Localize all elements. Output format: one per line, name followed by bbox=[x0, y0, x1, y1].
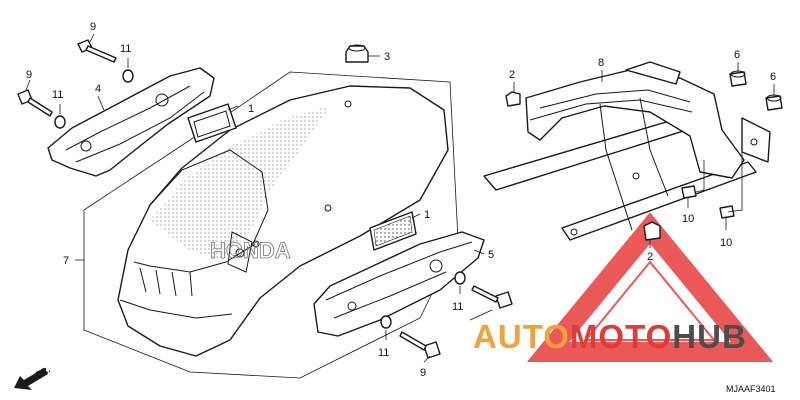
washer-11-left bbox=[54, 115, 66, 129]
fender-bracket bbox=[483, 61, 771, 241]
bolt-9-left bbox=[17, 89, 53, 117]
callout-1-middle: 1 bbox=[424, 209, 430, 221]
callout-6-left: 6 bbox=[734, 49, 740, 61]
nut-2-top bbox=[505, 91, 521, 107]
callout-10-left: 10 bbox=[682, 213, 694, 225]
callout-11-top: 11 bbox=[120, 43, 131, 55]
right-side-cover bbox=[313, 231, 485, 337]
grommet-3 bbox=[345, 44, 369, 63]
callout-2-bottom: 2 bbox=[647, 251, 653, 263]
bolt-10-right bbox=[719, 205, 735, 219]
bolt-9-top bbox=[77, 39, 117, 63]
callout-9-left: 9 bbox=[26, 69, 32, 81]
watermark-moto: MOTO bbox=[569, 318, 673, 355]
callout-6-right: 6 bbox=[770, 71, 776, 83]
nut-2-bottom bbox=[643, 221, 661, 241]
callout-8: 8 bbox=[598, 57, 604, 69]
callout-11-left: 11 bbox=[52, 89, 63, 101]
bolt-9-right bbox=[471, 285, 513, 309]
washer-11-right bbox=[454, 271, 466, 285]
bolt-10-left bbox=[681, 185, 697, 199]
washer-11-bottom bbox=[380, 315, 392, 329]
callout-11-right: 11 bbox=[452, 301, 463, 313]
callout-2-top: 2 bbox=[509, 69, 515, 81]
fender-emblem-text: HONDA bbox=[210, 238, 291, 263]
callout-1-upper: 1 bbox=[248, 103, 254, 115]
callout-7: 7 bbox=[63, 255, 69, 267]
callout-3: 3 bbox=[384, 51, 390, 63]
callout-9-bottom: 9 bbox=[420, 367, 426, 379]
front-arrow-label: FR. bbox=[34, 364, 51, 380]
callout-10-right: 10 bbox=[720, 237, 732, 249]
watermark-hub: HUB bbox=[672, 318, 747, 355]
reflector-middle bbox=[369, 211, 417, 251]
leader-lines bbox=[25, 33, 775, 363]
washer-11-top bbox=[122, 69, 134, 83]
callout-11-bottom: 11 bbox=[378, 347, 389, 359]
watermark-auto: AUTO bbox=[473, 318, 570, 355]
grommet-6-left bbox=[729, 70, 747, 87]
left-side-cover bbox=[47, 67, 215, 177]
front-arrow-icon: FR. bbox=[14, 364, 52, 390]
diagram-code: MJAAF3401 bbox=[726, 384, 776, 394]
callout-4: 4 bbox=[95, 83, 101, 95]
watermark-triangle bbox=[526, 212, 774, 362]
rear-fender: HONDA bbox=[117, 85, 449, 357]
reflector-upper bbox=[187, 103, 237, 143]
callout-9-top: 9 bbox=[90, 21, 96, 33]
grommet-6-right bbox=[765, 94, 783, 111]
callout-5: 5 bbox=[488, 249, 494, 261]
watermark-logo: AUTOMOTOHUB bbox=[473, 318, 747, 356]
bolt-9-bottom bbox=[399, 331, 441, 359]
